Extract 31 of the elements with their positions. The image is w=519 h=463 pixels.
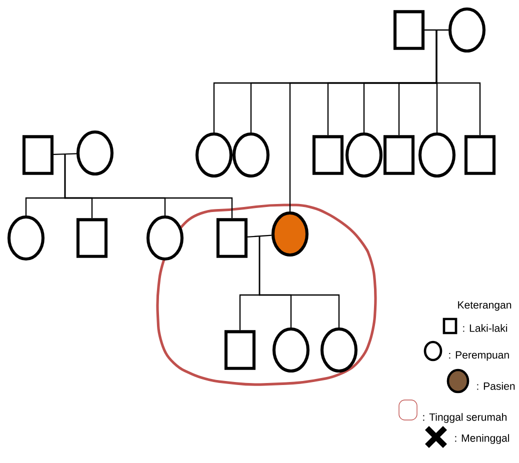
male-square (22, 135, 54, 175)
female-circle (76, 130, 114, 176)
female-circle (7, 215, 45, 261)
female-circle (272, 327, 310, 373)
descent-line (436, 30, 481, 136)
marriage-line (54, 153, 76, 156)
female-circle (146, 215, 184, 261)
legend-label: : Pasien (477, 382, 515, 390)
legend-title: Keterangan (458, 301, 512, 311)
female-circle (448, 7, 486, 53)
legend-label: : Tinggal serumah (423, 413, 507, 423)
patient-circle (271, 211, 309, 257)
female-circle (345, 132, 383, 178)
male-square (383, 135, 415, 175)
female-circle (195, 132, 233, 178)
female-circle (418, 132, 456, 178)
male-square (76, 218, 108, 258)
female-circle (232, 132, 270, 178)
male-square (312, 135, 344, 175)
legend-label: : Laki-laki (463, 324, 508, 332)
descent-line (258, 236, 340, 328)
female-circle (320, 327, 358, 373)
marriage-line (424, 29, 448, 31)
descent-line (64, 154, 233, 218)
male-square (216, 218, 248, 258)
male-square (393, 10, 425, 50)
legend-label: : Perempuan (449, 351, 509, 361)
legend-label: : Meninggal (455, 434, 509, 444)
marriage-line (247, 234, 272, 238)
male-square (224, 330, 256, 370)
male-square (464, 135, 496, 175)
